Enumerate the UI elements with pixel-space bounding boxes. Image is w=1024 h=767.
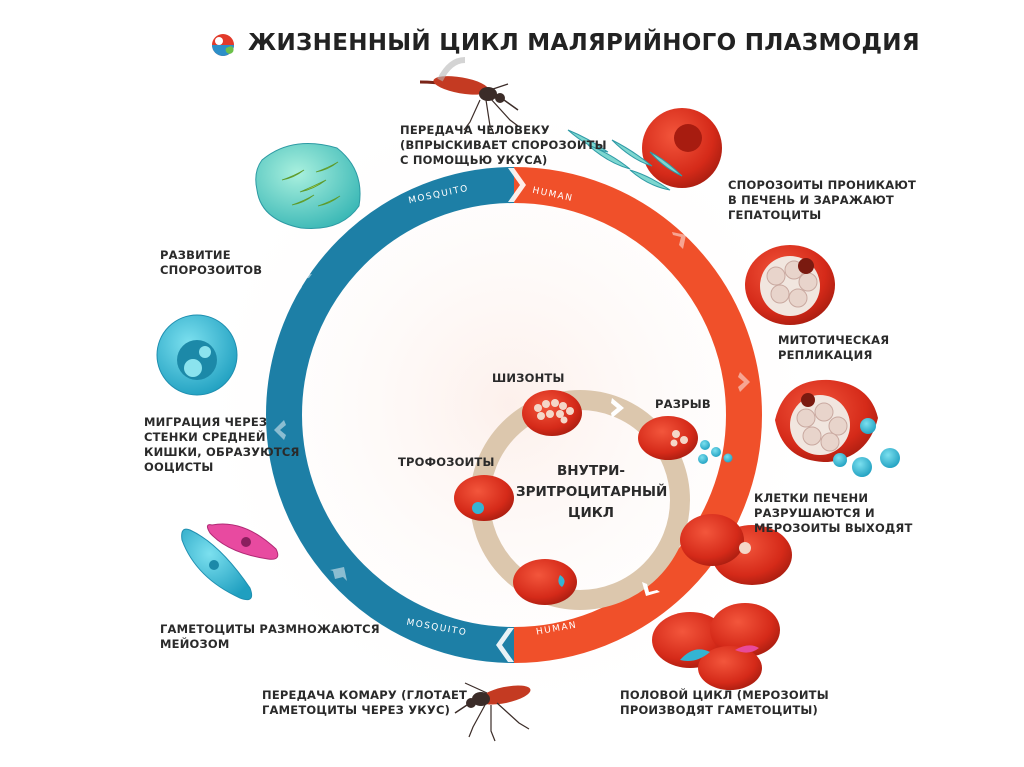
trophozoite-cell [454, 475, 514, 521]
center-line: ВНУТРИ- [516, 461, 666, 482]
trophozoites-label: ТРОФОЗОИТЫ [398, 455, 495, 470]
page-title: ЖИЗНЕННЫЙ ЦИКЛ МАЛЯРИЙНОГО ПЛАЗМОДИЯ [248, 30, 920, 56]
schizonts-label: ШИЗОНТЫ [492, 371, 565, 386]
label-line: ПЕРЕДАЧА ЧЕЛОВЕКУ [400, 123, 607, 138]
label-line: МИТОТИЧЕСКАЯ [778, 333, 889, 348]
oocyst-cell [157, 315, 237, 395]
label-line: МЕЙОЗОМ [160, 637, 380, 652]
label-line: ГАМЕТОЦИТЫ РАЗМНОЖАЮТСЯ [160, 622, 380, 637]
rupture-label: РАЗРЫВ [655, 397, 711, 412]
schizont-cell [522, 390, 582, 436]
label-line: С ПОМОЩЬЮ УКУСА) [400, 153, 607, 168]
label-line: (ВПРЫСКИВАЕТ СПОРОЗОИТЫ [400, 138, 607, 153]
label-line: МЕРОЗОИТЫ ВЫХОДЯТ [754, 521, 913, 536]
label-line: РАЗВИТИЕ [160, 248, 262, 263]
label-line: СПОРОЗОИТОВ [160, 263, 262, 278]
center-line: ЗРИТРОЦИТАРНЫЙ [516, 482, 666, 503]
label-line: ГАМЕТОЦИТЫ ЧЕРЕЗ УКУС) [262, 703, 467, 718]
label-line: ПОЛОВОЙ ЦИКЛ (МЕРОЗОИТЫ [620, 688, 829, 703]
label-mitotic: МИТОТИЧЕСКАЯ РЕПЛИКАЦИЯ [778, 333, 889, 363]
label-line: МИГРАЦИЯ ЧЕРЕЗ [144, 415, 300, 430]
label-line: В ПЕЧЕНЬ И ЗАРАЖАЮТ [728, 193, 916, 208]
label-line: КИШКИ, ОБРАЗУЮТСЯ [144, 445, 300, 460]
logo-icon [212, 34, 234, 56]
label-line: РЕПЛИКАЦИЯ [778, 348, 889, 363]
label-liver-burst: КЛЕТКИ ПЕЧЕНИ РАЗРУШАЮТСЯ И МЕРОЗОИТЫ ВЫ… [754, 491, 913, 536]
label-transmission-human: ПЕРЕДАЧА ЧЕЛОВЕКУ (ВПРЫСКИВАЕТ СПОРОЗОИТ… [400, 123, 607, 168]
label-migration: МИГРАЦИЯ ЧЕРЕЗ СТЕНКИ СРЕДНЕЙ КИШКИ, ОБР… [144, 415, 300, 475]
label-line: РАЗРУШАЮТСЯ И [754, 506, 913, 521]
label-line: ГЕПАТОЦИТЫ [728, 208, 916, 223]
label-sporozoite-dev: РАЗВИТИЕ СПОРОЗОИТОВ [160, 248, 262, 278]
label-line: СТЕНКИ СРЕДНЕЙ [144, 430, 300, 445]
sporozoite-dev-cell [256, 144, 360, 229]
label-line: ООЦИСТЫ [144, 460, 300, 475]
label-transmission-mosquito: ПЕРЕДАЧА КОМАРУ (ГЛОТАЕТ ГАМЕТОЦИТЫ ЧЕРЕ… [262, 688, 467, 718]
label-liver-infection: СПОРОЗОИТЫ ПРОНИКАЮТ В ПЕЧЕНЬ И ЗАРАЖАЮТ… [728, 178, 916, 223]
center-line: ЦИКЛ [516, 503, 666, 524]
ring-stage-cell [513, 559, 577, 605]
erythrocytic-cycle-label: ВНУТРИ- ЗРИТРОЦИТАРНЫЙ ЦИКЛ [516, 461, 666, 524]
label-line: ПРОИЗВОДЯТ ГАМЕТОЦИТЫ) [620, 703, 829, 718]
label-gametocytes: ГАМЕТОЦИТЫ РАЗМНОЖАЮТСЯ МЕЙОЗОМ [160, 622, 380, 652]
label-line: КЛЕТКИ ПЕЧЕНИ [754, 491, 913, 506]
label-line: ПЕРЕДАЧА КОМАРУ (ГЛОТАЕТ [262, 688, 467, 703]
label-sexual-cycle: ПОЛОВОЙ ЦИКЛ (МЕРОЗОИТЫ ПРОИЗВОДЯТ ГАМЕТ… [620, 688, 829, 718]
label-line: СПОРОЗОИТЫ ПРОНИКАЮТ [728, 178, 916, 193]
liver-schizont-cell [745, 245, 835, 325]
